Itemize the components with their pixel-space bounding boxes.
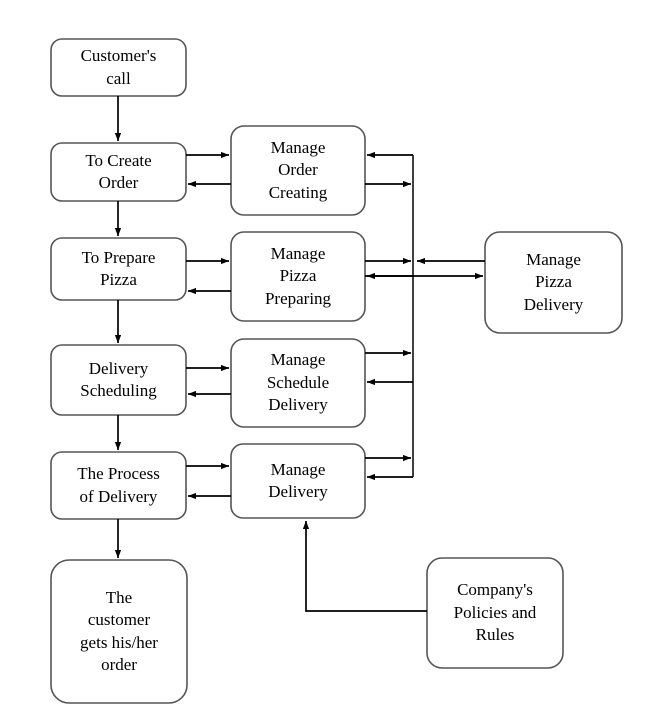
node-manage-pizza-delivery[interactable] [484,231,623,334]
node-manage-schedule-delivery[interactable] [230,338,366,428]
node-to-create-order[interactable] [50,142,187,202]
node-customer-gets-order[interactable] [50,559,188,704]
node-manage-order-creating[interactable] [230,125,366,216]
node-delivery-scheduling[interactable] [50,344,187,416]
node-to-prepare-pizza[interactable] [50,237,187,301]
node-the-process-of-delivery[interactable] [50,451,187,520]
node-manage-pizza-preparing[interactable] [230,231,366,322]
edge-companys-policies-to-manage-delivery [302,520,427,612]
node-companys-policies-and-rules[interactable] [426,557,564,669]
node-customers-call[interactable] [50,38,187,97]
node-manage-delivery[interactable] [230,443,366,519]
